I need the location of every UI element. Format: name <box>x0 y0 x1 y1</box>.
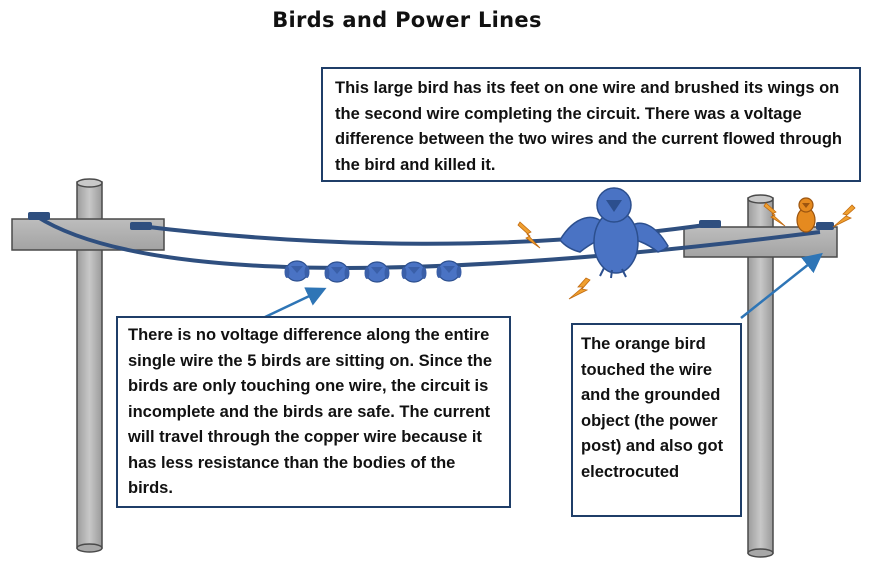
orange-bird-icon <box>796 197 816 233</box>
small-bird-icon <box>401 261 427 283</box>
spark-icon <box>763 202 786 227</box>
small-bird-icon <box>364 261 390 283</box>
lower-wire <box>34 214 821 270</box>
callout-five-birds: There is no voltage difference along the… <box>116 316 511 508</box>
pointer-arrow <box>262 287 327 320</box>
spark-icon <box>517 221 541 249</box>
small-bird-icon <box>284 260 310 282</box>
callout-large-bird: This large bird has its feet on one wire… <box>321 67 861 182</box>
pointer-arrow <box>740 252 823 319</box>
small-bird-icon <box>436 260 462 282</box>
five-birds-group <box>284 260 462 283</box>
callout-orange-bird: The orange bird touched the wire and the… <box>571 323 742 517</box>
page-title: Birds and Power Lines <box>272 8 542 32</box>
spark-icon <box>832 204 856 228</box>
small-bird-icon <box>324 261 350 283</box>
insulator-right-2 <box>816 222 834 230</box>
spark-icon <box>568 277 591 300</box>
large-bird-icon <box>559 187 669 279</box>
